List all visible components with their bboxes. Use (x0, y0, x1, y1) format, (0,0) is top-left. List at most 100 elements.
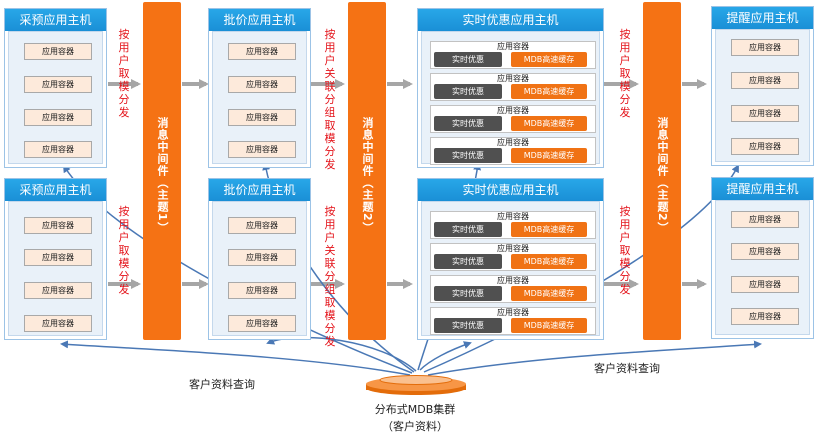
app-container-label: 应用容器 (497, 308, 529, 317)
mdb-cache-module: MDB高速缓存 (511, 222, 587, 237)
app-container: 应用容器 (731, 308, 799, 325)
pijia-host-top: 批价应用主机 应用容器 应用容器 应用容器 应用容器 (208, 8, 311, 168)
dispatch-label: 按用户关联分组取模分发 (324, 205, 336, 348)
app-container: 应用容器 (228, 249, 296, 266)
app-container-block: 应用容器 实时优惠 MDB高速缓存 (430, 211, 596, 239)
panel-body: 应用容器 应用容器 应用容器 应用容器 (715, 200, 810, 335)
panel-body: 应用容器 应用容器 应用容器 应用容器 (8, 201, 103, 336)
message-bus-2: 消息中间件（主题2） (348, 2, 386, 340)
dispatch-label: 按用户取模分发 (118, 28, 130, 119)
app-container: 应用容器 (24, 76, 92, 93)
remind-host-bottom: 提醒应用主机 应用容器 应用容器 应用容器 应用容器 (711, 177, 814, 339)
realtime-host-bottom: 实时优惠应用主机 应用容器 实时优惠 MDB高速缓存 应用容器 实时优惠 MDB… (417, 178, 604, 340)
mdb-cache-module: MDB高速缓存 (511, 52, 587, 67)
caiyu-host-bottom: 采预应用主机 应用容器 应用容器 应用容器 应用容器 (4, 178, 107, 340)
panel-body: 应用容器 应用容器 应用容器 应用容器 (212, 31, 307, 164)
app-container: 应用容器 (24, 43, 92, 60)
mdb-cluster-icon (366, 375, 466, 395)
realtime-discount-module: 实时优惠 (434, 286, 502, 301)
app-container-label: 应用容器 (497, 276, 529, 285)
app-container: 应用容器 (731, 211, 799, 228)
realtime-host-top: 实时优惠应用主机 应用容器 实时优惠 MDB高速缓存 应用容器 实时优惠 MDB… (417, 8, 604, 168)
app-container-label: 应用容器 (497, 74, 529, 83)
mdb-cache-module: MDB高速缓存 (511, 286, 587, 301)
app-container-label: 应用容器 (497, 106, 529, 115)
realtime-discount-module: 实时优惠 (434, 318, 502, 333)
app-container: 应用容器 (731, 138, 799, 155)
app-container: 应用容器 (731, 276, 799, 293)
query-label-left: 客户资料查询 (189, 378, 255, 391)
app-container-block: 应用容器 实时优惠 MDB高速缓存 (430, 105, 596, 133)
app-container: 应用容器 (228, 217, 296, 234)
app-container: 应用容器 (228, 141, 296, 158)
panel-body: 应用容器 应用容器 应用容器 应用容器 (715, 29, 810, 162)
app-container: 应用容器 (228, 76, 296, 93)
dispatch-label: 按用户取模分发 (118, 205, 130, 296)
panel-title: 批价应用主机 (209, 9, 310, 31)
app-container: 应用容器 (24, 249, 92, 266)
app-container-label: 应用容器 (497, 138, 529, 147)
mdb-cache-module: MDB高速缓存 (511, 254, 587, 269)
panel-body: 应用容器 实时优惠 MDB高速缓存 应用容器 实时优惠 MDB高速缓存 应用容器… (421, 201, 600, 336)
app-container: 应用容器 (228, 109, 296, 126)
query-curve (427, 340, 762, 376)
message-bus-3: 消息中间件（主题2） (643, 2, 681, 340)
pijia-host-bottom: 批价应用主机 应用容器 应用容器 应用容器 应用容器 (208, 178, 311, 340)
app-container-block: 应用容器 实时优惠 MDB高速缓存 (430, 275, 596, 303)
flow-arrows (108, 79, 707, 289)
realtime-discount-module: 实时优惠 (434, 84, 502, 99)
app-container: 应用容器 (24, 109, 92, 126)
realtime-discount-module: 实时优惠 (434, 222, 502, 237)
app-container-label: 应用容器 (497, 42, 529, 51)
mdb-cache-module: MDB高速缓存 (511, 116, 587, 131)
app-container: 应用容器 (731, 105, 799, 122)
app-container: 应用容器 (228, 315, 296, 332)
dispatch-label: 按用户取模分发 (619, 28, 631, 119)
panel-title: 实时优惠应用主机 (418, 9, 603, 31)
panel-title: 采预应用主机 (5, 179, 106, 201)
query-label-right: 客户资料查询 (594, 362, 660, 375)
app-container: 应用容器 (731, 39, 799, 56)
query-curve (60, 340, 411, 376)
remind-host-top: 提醒应用主机 应用容器 应用容器 应用容器 应用容器 (711, 6, 814, 166)
mdb-cache-module: MDB高速缓存 (511, 148, 587, 163)
app-container: 应用容器 (228, 282, 296, 299)
app-container-label: 应用容器 (497, 244, 529, 253)
panel-title: 采预应用主机 (5, 9, 106, 31)
dispatch-label: 按用户取模分发 (619, 205, 631, 296)
realtime-discount-module: 实时优惠 (434, 254, 502, 269)
app-container-block: 应用容器 实时优惠 MDB高速缓存 (430, 41, 596, 69)
mdb-cluster-subtitle: （客户资料） (382, 420, 448, 433)
app-container: 应用容器 (228, 43, 296, 60)
app-container: 应用容器 (24, 315, 92, 332)
app-container: 应用容器 (24, 217, 92, 234)
realtime-discount-module: 实时优惠 (434, 116, 502, 131)
app-container-block: 应用容器 实时优惠 MDB高速缓存 (430, 73, 596, 101)
message-bus-label: 消息中间件（主题1） (156, 117, 169, 234)
mdb-cache-module: MDB高速缓存 (511, 318, 587, 333)
app-container-label: 应用容器 (497, 212, 529, 221)
message-bus-1: 消息中间件（主题1） (143, 2, 181, 340)
caiyu-host-top: 采预应用主机 应用容器 应用容器 应用容器 应用容器 (4, 8, 107, 168)
message-bus-label: 消息中间件（主题2） (361, 117, 374, 234)
realtime-discount-module: 实时优惠 (434, 52, 502, 67)
app-container-block: 应用容器 实时优惠 MDB高速缓存 (430, 307, 596, 335)
panel-body: 应用容器 应用容器 应用容器 应用容器 (212, 201, 307, 336)
panel-title: 批价应用主机 (209, 179, 310, 201)
panel-title: 提醒应用主机 (712, 7, 813, 29)
app-container: 应用容器 (24, 141, 92, 158)
realtime-discount-module: 实时优惠 (434, 148, 502, 163)
panel-body: 应用容器 应用容器 应用容器 应用容器 (8, 31, 103, 164)
mdb-cluster-title: 分布式MDB集群 (374, 403, 456, 416)
app-container-block: 应用容器 实时优惠 MDB高速缓存 (430, 243, 596, 271)
panel-body: 应用容器 实时优惠 MDB高速缓存 应用容器 实时优惠 MDB高速缓存 应用容器… (421, 31, 600, 165)
mdb-cache-module: MDB高速缓存 (511, 84, 587, 99)
app-container-block: 应用容器 实时优惠 MDB高速缓存 (430, 137, 596, 165)
app-container: 应用容器 (731, 72, 799, 89)
app-container: 应用容器 (24, 282, 92, 299)
app-container: 应用容器 (731, 243, 799, 260)
panel-title: 提醒应用主机 (712, 178, 813, 200)
query-curve (419, 341, 472, 371)
message-bus-label: 消息中间件（主题2） (656, 117, 669, 234)
dispatch-label: 按用户关联分组取模分发 (324, 28, 336, 171)
